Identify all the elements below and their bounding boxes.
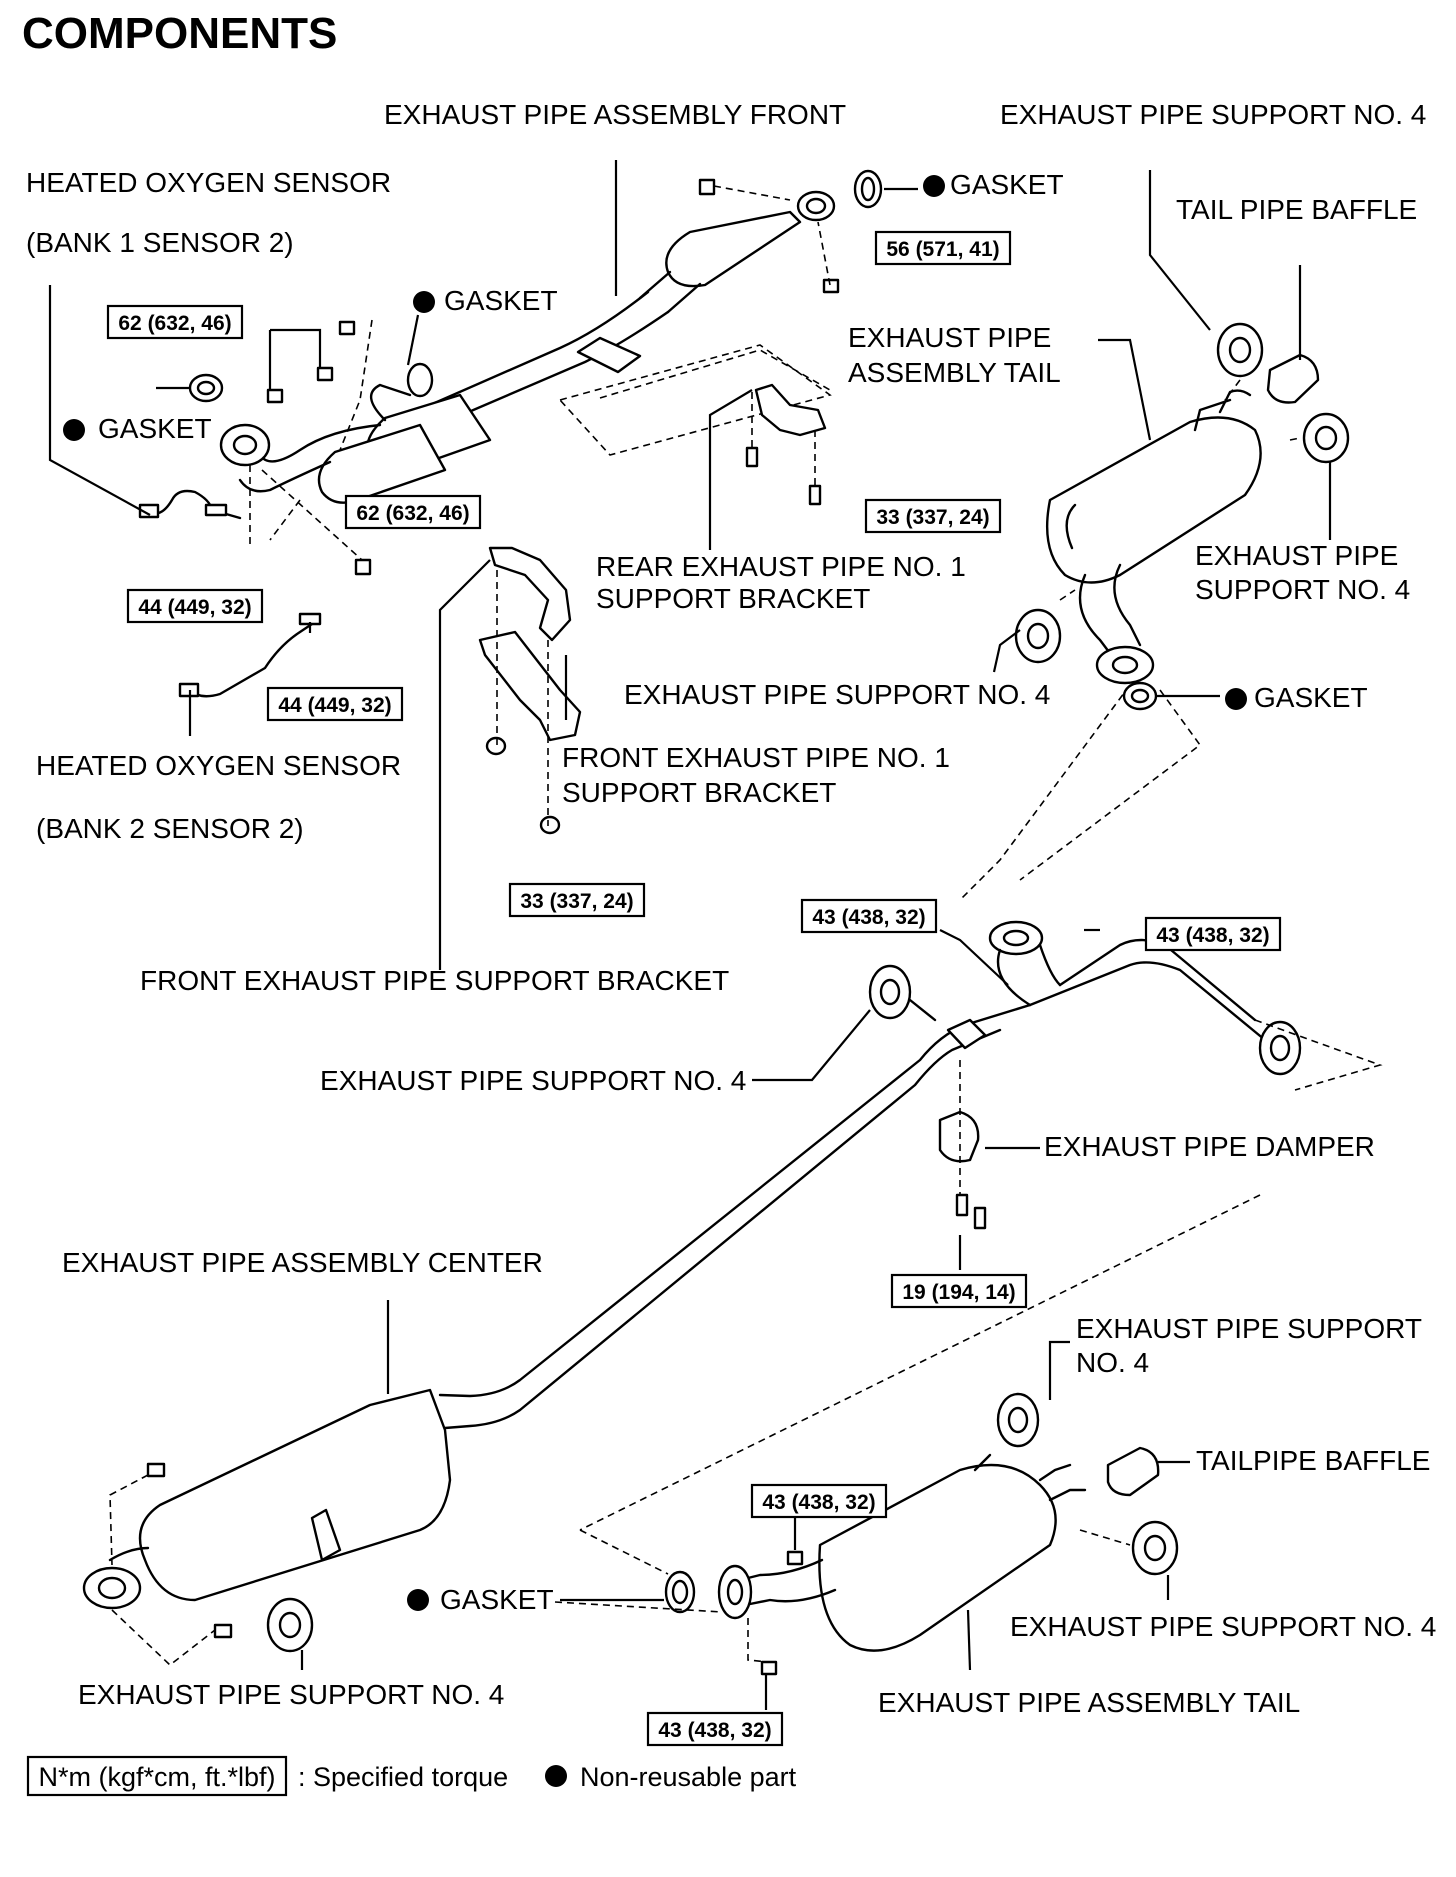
nonreusable-dot-gasket-left [63,419,85,441]
label-front-bracket-line2: SUPPORT BRACKET [562,777,836,808]
label-support-no4-bottom-left: EXHAUST PIPE SUPPORT NO. 4 [78,1679,504,1710]
torque-boxes: 56 (571, 41) 62 (632, 46) 62 (632, 46) 3… [106,230,1282,1747]
label-gasket-top: GASKET [950,169,1064,200]
label-front-bracket-line1: FRONT EXHAUST PIPE NO. 1 [562,742,950,773]
tail-pipe-baffle-top-part [1266,353,1320,404]
label-rear-bracket-line1: REAR EXHAUST PIPE NO. 1 [596,551,966,582]
torque-33b: 33 (337, 24) [520,890,633,913]
torque-44b: 44 (449, 32) [278,694,391,717]
torque-43a: 43 (438, 32) [812,906,925,929]
heated-oxygen-sensor-bank1 [138,489,242,520]
gasket-top-ring [853,169,883,209]
label-front-support-bracket: FRONT EXHAUST PIPE SUPPORT BRACKET [140,965,729,996]
support-no4-bottom-left-part [266,1597,314,1653]
label-gasket-bottom: GASKET [440,1584,554,1615]
label-gasket-right: GASKET [1254,682,1368,713]
label-exhaust-tail-top-line1: EXHAUST PIPE [848,322,1051,353]
torque-62b: 62 (632, 46) [356,502,469,525]
rear-exhaust-pipe-support-bracket [745,383,827,506]
legend-torque-unit: N*m (kgf*cm, ft.*lbf) [38,1762,275,1792]
support-no4-right-part [1302,412,1350,464]
support-no4-lower-right-part [973,1392,1040,1472]
exhaust-pipe-assembly-tail-top [1045,389,1262,685]
label-support-no4-bottom-right: EXHAUST PIPE SUPPORT NO. 4 [1010,1611,1436,1642]
fasteners-front [266,178,840,576]
label-exhaust-pipe-damper: EXHAUST PIPE DAMPER [1044,1131,1375,1162]
tailpipe-baffle-bottom-part [1106,1446,1160,1497]
torque-43d: 43 (438, 32) [658,1719,771,1742]
label-heated-o2-b2s2-line1: HEATED OXYGEN SENSOR [36,750,401,781]
support-no4-top-right-part [1216,322,1264,378]
label-support-no4-top-right: EXHAUST PIPE SUPPORT NO. 4 [1000,99,1426,130]
non-reusable-markers [63,175,1247,1611]
label-exhaust-tail-bottom: EXHAUST PIPE ASSEMBLY TAIL [878,1687,1300,1718]
torque-33a: 33 (337, 24) [876,506,989,529]
support-no4-bottom-right-part [1131,1520,1179,1576]
label-support-no4-lower-right-line1: EXHAUST PIPE SUPPORT [1076,1313,1422,1344]
exhaust-pipe-assembly-tail-bottom [717,1463,1087,1652]
nonreusable-dot-gasket-bottom [407,1589,429,1611]
nonreusable-dot-gasket-top [923,175,945,197]
torque-44a: 44 (449, 32) [138,596,251,619]
label-exhaust-pipe-assembly-center: EXHAUST PIPE ASSEMBLY CENTER [62,1247,543,1278]
legend: N*m (kgf*cm, ft.*lbf) : Specified torque… [26,1755,797,1797]
part-labels: EXHAUST PIPE ASSEMBLY FRONT EXHAUST PIPE… [26,99,1436,1718]
page-title: COMPONENTS [22,9,337,58]
label-rear-bracket-line2: SUPPORT BRACKET [596,583,870,614]
label-exhaust-pipe-assembly-front: EXHAUST PIPE ASSEMBLY FRONT [384,99,846,130]
label-support-no4-right-line1: EXHAUST PIPE [1195,540,1398,571]
bolt-center-top [146,1462,166,1478]
torque-43b: 43 (438, 32) [1156,924,1269,947]
legend-nonreusable-desc: Non-reusable part [580,1762,797,1792]
label-heated-o2-b2s2-line2: (BANK 2 SENSOR 2) [36,813,304,844]
label-tailpipe-baffle-bottom: TAILPIPE BAFFLE [1196,1445,1430,1476]
gasket-mid-ring [406,362,434,398]
torque-43c: 43 (438, 32) [762,1491,875,1514]
label-gasket-mid: GASKET [444,285,558,316]
nut-tail-bottom-low [760,1660,778,1676]
torque-62a: 62 (632, 46) [118,312,231,335]
label-support-no4-lower-right-line2: NO. 4 [1076,1347,1149,1378]
torque-19: 19 (194, 14) [902,1281,1015,1304]
label-tail-pipe-baffle-top: TAIL PIPE BAFFLE [1176,194,1417,225]
nonreusable-dot-gasket-right [1225,688,1247,710]
torque-56: 56 (571, 41) [886,238,999,261]
nut-tail-bottom-top [786,1550,804,1566]
label-support-no4-center: EXHAUST PIPE SUPPORT NO. 4 [320,1065,746,1096]
label-gasket-left: GASKET [98,413,212,444]
label-heated-o2-b1s2-line2: (BANK 1 SENSOR 2) [26,227,294,258]
support-no4-mid-part [1014,608,1062,664]
exhaust-pipe-assembly-front [219,190,836,504]
gasket-bottom-ring [664,1570,696,1614]
label-support-no4-mid: EXHAUST PIPE SUPPORT NO. 4 [624,679,1050,710]
gasket-left-ring [188,373,224,403]
label-support-no4-right-line2: SUPPORT NO. 4 [1195,574,1410,605]
exhaust-pipe-damper-part [938,1110,987,1230]
bolt-center-left [213,1623,233,1639]
legend-nonreusable-dot [545,1765,567,1787]
label-exhaust-tail-top-line2: ASSEMBLY TAIL [848,357,1061,388]
nonreusable-dot-gasket-mid [413,291,435,313]
exhaust-pipe-assembly-center [82,920,1302,1610]
heated-oxygen-sensor-bank2 [178,612,322,698]
legend-torque-desc: : Specified torque [298,1762,508,1792]
support-no4-center-part [868,964,937,1022]
label-heated-o2-b1s2-line1: HEATED OXYGEN SENSOR [26,167,391,198]
front-exhaust-pipe-no1-support-bracket [478,546,582,835]
